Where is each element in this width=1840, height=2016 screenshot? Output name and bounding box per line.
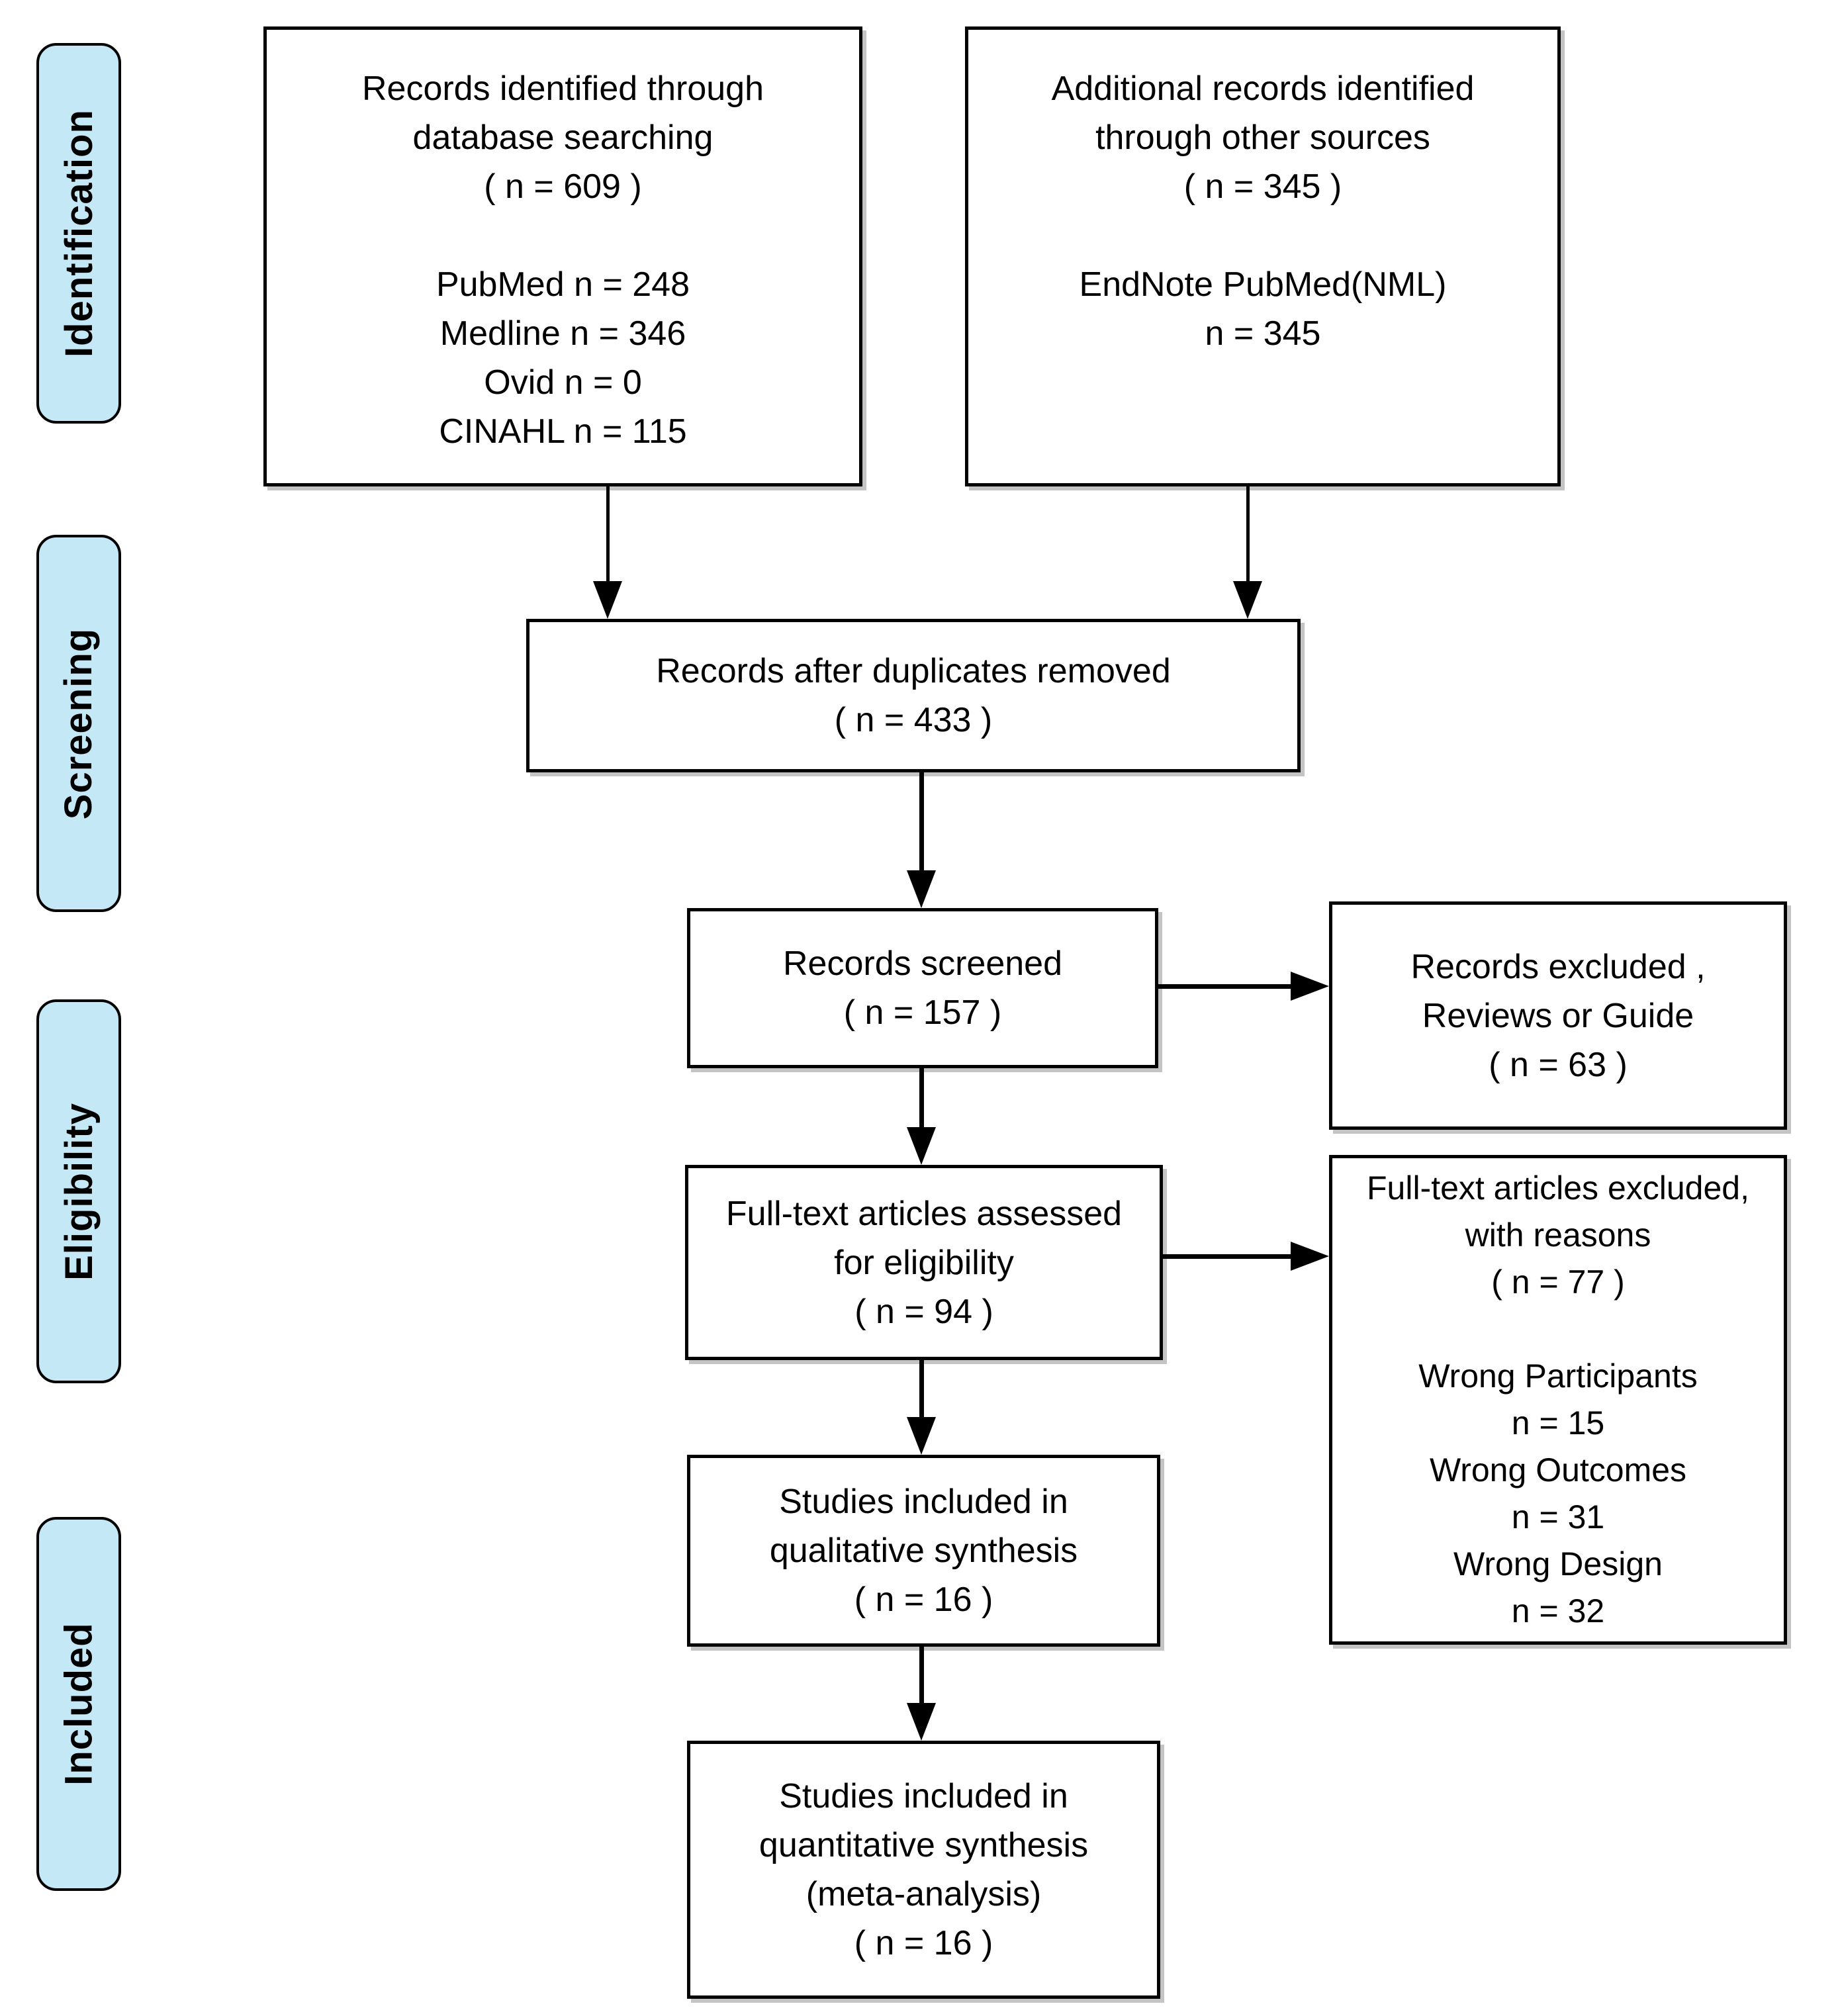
box-additional-records-other-sources-text: Additional records identified through ot… bbox=[1051, 69, 1475, 353]
arrowhead-down-icon bbox=[907, 1127, 936, 1165]
sidebar-stage-screening: Screening bbox=[36, 535, 121, 912]
box-fulltext-assessed-text: Full-text articles assessed for eligibil… bbox=[725, 1194, 1123, 1331]
arrowhead-down-icon bbox=[593, 581, 622, 619]
box-duplicates-removed-text: Records after duplicates removed ( n = 4… bbox=[656, 652, 1171, 739]
box-records-screened-text: Records screened ( n = 157 ) bbox=[783, 944, 1062, 1032]
stage-label-eligibility: Eligibility bbox=[57, 1102, 101, 1281]
box-records-identified-database-text: Records identified through database sear… bbox=[361, 69, 764, 451]
box-additional-records-other-sources: Additional records identified through ot… bbox=[965, 26, 1561, 486]
box-records-identified-database: Records identified through database sear… bbox=[263, 26, 862, 486]
arrowhead-right-icon bbox=[1291, 972, 1329, 1001]
arrow-line bbox=[1246, 486, 1250, 582]
box-qualitative-synthesis-text: Studies included in qualitative synthesi… bbox=[769, 1483, 1078, 1619]
box-records-screened: Records screened ( n = 157 ) bbox=[687, 908, 1158, 1068]
sidebar-stage-eligibility: Eligibility bbox=[36, 999, 121, 1383]
box-records-excluded: Records excluded , Reviews or Guide ( n … bbox=[1329, 901, 1787, 1130]
box-qualitative-synthesis: Studies included in qualitative synthesi… bbox=[687, 1455, 1160, 1647]
box-quantitative-synthesis: Studies included in quantitative synthes… bbox=[687, 1741, 1160, 1999]
arrowhead-down-icon bbox=[907, 1417, 936, 1455]
arrow-line bbox=[919, 772, 924, 872]
box-fulltext-excluded: Full-text articles excluded, with reason… bbox=[1329, 1155, 1787, 1645]
arrowhead-down-icon bbox=[907, 1703, 936, 1741]
box-quantitative-synthesis-text: Studies included in quantitative synthes… bbox=[759, 1777, 1089, 1962]
arrow-line bbox=[919, 1068, 924, 1129]
arrow-line bbox=[606, 486, 610, 582]
stage-label-screening: Screening bbox=[57, 627, 101, 819]
stage-label-identification: Identification bbox=[57, 109, 101, 357]
arrowhead-right-icon bbox=[1291, 1242, 1329, 1271]
box-fulltext-excluded-text: Full-text articles excluded, with reason… bbox=[1366, 1169, 1749, 1629]
box-duplicates-removed: Records after duplicates removed ( n = 4… bbox=[526, 619, 1301, 772]
arrow-line bbox=[1158, 984, 1291, 989]
arrow-line bbox=[1163, 1254, 1291, 1259]
arrowhead-down-icon bbox=[907, 870, 936, 908]
arrow-line bbox=[919, 1360, 924, 1418]
stage-label-included: Included bbox=[57, 1622, 101, 1786]
sidebar-stage-identification: Identification bbox=[36, 43, 121, 424]
arrow-line bbox=[919, 1647, 924, 1704]
box-fulltext-assessed: Full-text articles assessed for eligibil… bbox=[685, 1165, 1163, 1360]
box-records-excluded-text: Records excluded , Reviews or Guide ( n … bbox=[1410, 947, 1706, 1084]
sidebar-stage-included: Included bbox=[36, 1517, 121, 1891]
arrowhead-down-icon bbox=[1233, 581, 1262, 619]
